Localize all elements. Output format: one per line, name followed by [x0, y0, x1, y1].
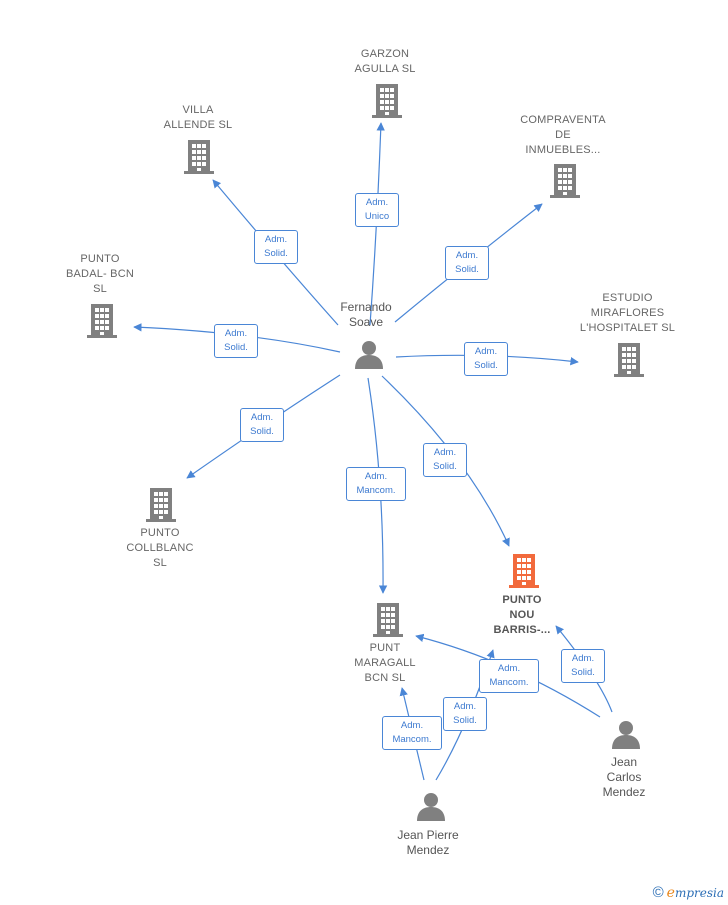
- edge-label-miraflores: Adm. Solid.: [464, 342, 508, 376]
- edge-label-noubarris-jeancarlos: Adm. Solid.: [561, 649, 605, 683]
- edge-label-garzon: Adm. Unico: [355, 193, 399, 227]
- person-label-jeanpierre: Jean Pierre Mendez: [397, 828, 459, 857]
- company-label-noubarris[interactable]: PUNTO NOU BARRIS-...: [493, 594, 551, 636]
- footer-brand: ©empresia: [653, 884, 724, 901]
- company-label-miraflores[interactable]: ESTUDIO MIRAFLORES L'HOSPITALET SL: [579, 292, 676, 334]
- brand-initial: e: [666, 885, 675, 901]
- edge-label-maragall-jeancarlos: Adm. Mancom.: [479, 659, 539, 693]
- building-icon-noubarris[interactable]: [509, 554, 539, 588]
- building-icon-miraflores[interactable]: [614, 343, 644, 377]
- person-icon-fernando[interactable]: [355, 341, 383, 369]
- person-label-jeancarlos[interactable]: Jean Carlos Mendez: [602, 755, 646, 799]
- building-icon-maragall[interactable]: [373, 603, 403, 637]
- person-label-fernando[interactable]: Fernando Soave: [340, 300, 392, 329]
- edge-label-maragall-fernando: Adm. Mancom.: [346, 467, 406, 501]
- building-icon-compraventa[interactable]: [550, 164, 580, 198]
- person-icon-jeanpierre[interactable]: [417, 793, 445, 821]
- person-icon-jeancarlos[interactable]: [612, 721, 640, 749]
- building-icon-villa[interactable]: [184, 140, 214, 174]
- building-icon-badal[interactable]: [87, 304, 117, 338]
- edge-label-noubarris-jeanpierre: Adm. Solid.: [443, 697, 487, 731]
- brand-name: mpresia: [674, 886, 724, 900]
- edge-label-compraventa: Adm. Solid.: [445, 246, 489, 280]
- company-label-maragall[interactable]: PUNT MARAGALL BCN SL: [354, 642, 416, 684]
- company-label-garzon[interactable]: GARZON AGULLA SL: [354, 48, 416, 75]
- edge-label-badal: Adm. Solid.: [214, 324, 258, 358]
- edge-label-noubarris-fernando: Adm. Solid.: [423, 443, 467, 477]
- company-label-badal[interactable]: PUNTO BADAL- BCN SL: [65, 253, 135, 295]
- company-label-villa[interactable]: VILLA ALLENDE SL: [163, 104, 233, 131]
- building-icon-collblanc[interactable]: [146, 488, 176, 522]
- edge-label-collblanc: Adm. Solid.: [240, 408, 284, 442]
- building-icon-garzon[interactable]: [372, 84, 402, 118]
- company-label-collblanc[interactable]: PUNTO COLLBLANC SL: [126, 527, 194, 569]
- edge-label-villa: Adm. Solid.: [254, 230, 298, 264]
- edge-label-maragall-jeanpierre: Adm. Mancom.: [382, 716, 442, 750]
- copyright-icon: ©: [652, 884, 664, 901]
- company-label-compraventa[interactable]: COMPRAVENTA DE INMUEBLES...: [520, 114, 606, 156]
